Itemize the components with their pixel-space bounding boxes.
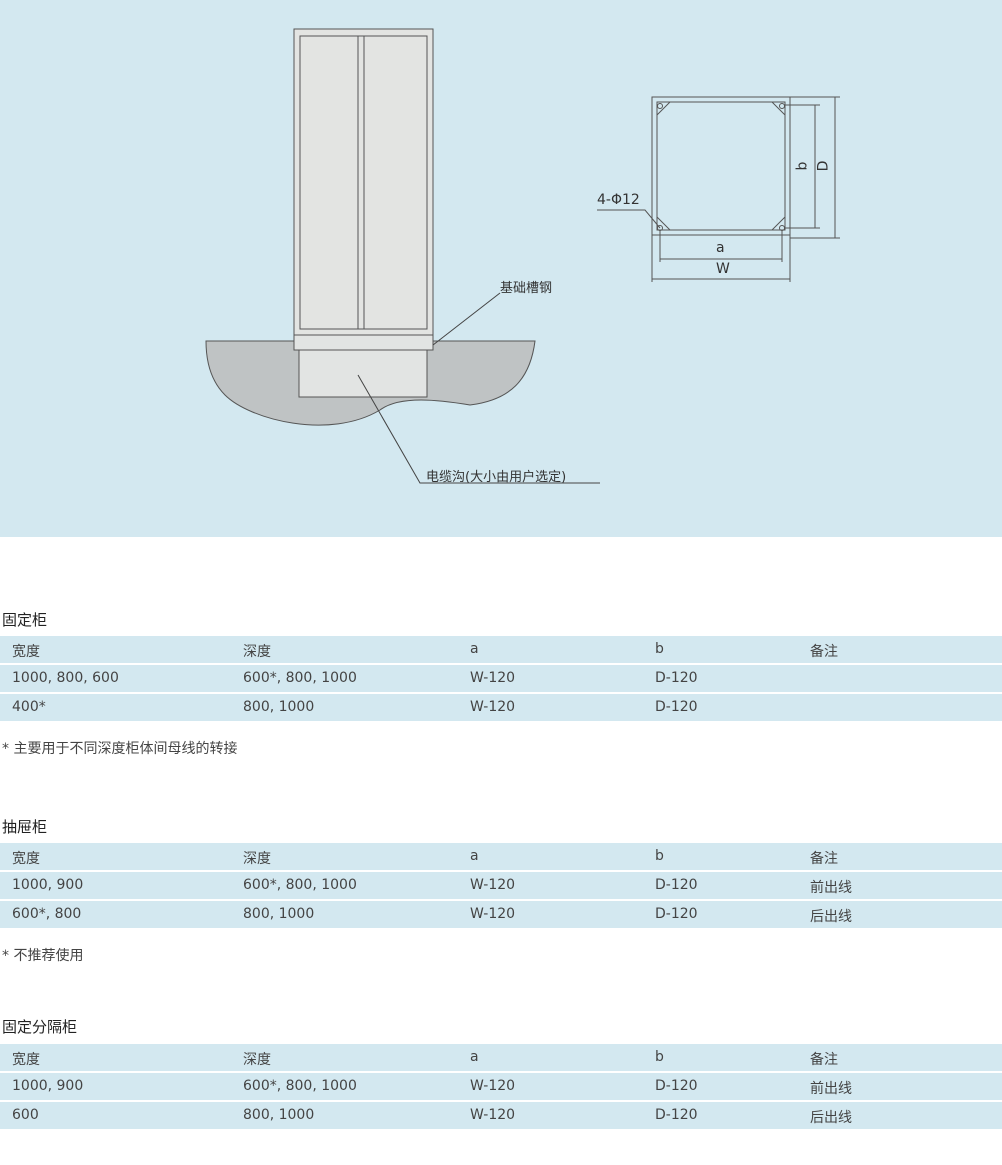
section-title: 固定分隔柜 bbox=[2, 1018, 78, 1036]
table-cell: 600*, 800, 1000 bbox=[243, 1078, 357, 1094]
footnote: * 主要用于不同深度柜体间母线的转接 bbox=[2, 741, 238, 757]
table-cell: 前出线 bbox=[810, 880, 852, 896]
table-cell: 宽度 bbox=[12, 1052, 40, 1068]
table-cell: 备注 bbox=[810, 1052, 838, 1068]
table-cell: 宽度 bbox=[12, 851, 40, 867]
table-row: 400* 800, 1000 W-120 D-120 bbox=[0, 694, 1002, 721]
table-cell: 备注 bbox=[810, 851, 838, 867]
cable-trench bbox=[298, 349, 428, 398]
table-cell: 800, 1000 bbox=[243, 906, 315, 922]
table-cell: D-120 bbox=[655, 906, 698, 922]
table-cell: 600*, 800, 1000 bbox=[243, 877, 357, 893]
dim-a: a bbox=[716, 240, 725, 256]
label-channel-steel: 基础槽钢 bbox=[500, 281, 553, 296]
dim-w: W bbox=[716, 261, 730, 277]
table-cell: 备注 bbox=[810, 644, 838, 660]
table-cell: 1000, 900 bbox=[12, 877, 84, 893]
table-cell: b bbox=[655, 1049, 664, 1065]
table-cell: 800, 1000 bbox=[243, 699, 315, 715]
footnote: * 不推荐使用 bbox=[2, 948, 84, 964]
dim-b: b bbox=[794, 161, 811, 171]
label-holes: 4-Φ12 bbox=[597, 192, 640, 208]
table-cell: W-120 bbox=[470, 670, 516, 686]
table-cell: 后出线 bbox=[810, 909, 852, 925]
label-cable-trench: 电缆沟(大小由用户选定) bbox=[426, 470, 567, 485]
section-title: 抽屉柜 bbox=[2, 818, 48, 836]
table-cell: b bbox=[655, 848, 664, 864]
table-cell: W-120 bbox=[470, 1078, 516, 1094]
table-cell: W-120 bbox=[470, 699, 516, 715]
table-cell: D-120 bbox=[655, 877, 698, 893]
table-cell: 1000, 900 bbox=[12, 1078, 84, 1094]
table-row: 1000, 900 600*, 800, 1000 W-120 D-120 前出线 bbox=[0, 1073, 1002, 1100]
installation-diagram: 基础槽钢 电缆沟(大小由用户选定) 4-Φ12 a W b D bbox=[0, 0, 1002, 537]
table-cell: 600*, 800 bbox=[12, 906, 82, 922]
table-cell: 前出线 bbox=[810, 1081, 852, 1097]
table-cell: 800, 1000 bbox=[243, 1107, 315, 1123]
table-row: 600*, 800 800, 1000 W-120 D-120 后出线 bbox=[0, 901, 1002, 928]
table-header: 宽度 深度 a b 备注 bbox=[0, 1044, 1002, 1071]
table-cell: D-120 bbox=[655, 699, 698, 715]
diagram-drawing bbox=[205, 28, 840, 484]
table-cell: 宽度 bbox=[12, 644, 40, 660]
table-row: 1000, 800, 600 600*, 800, 1000 W-120 D-120 bbox=[0, 665, 1002, 692]
channel-steel bbox=[293, 334, 434, 351]
table-cell: D-120 bbox=[655, 1107, 698, 1123]
table-row: 1000, 900 600*, 800, 1000 W-120 D-120 前出线 bbox=[0, 872, 1002, 899]
table-cell: 400* bbox=[12, 699, 46, 715]
section-title: 固定柜 bbox=[2, 611, 48, 629]
dim-d: D bbox=[815, 160, 832, 172]
table-cell: D-120 bbox=[655, 1078, 698, 1094]
table-cell: 后出线 bbox=[810, 1110, 852, 1126]
table-cell: a bbox=[470, 848, 479, 864]
table-cell: 深度 bbox=[243, 644, 271, 660]
table-cell: 深度 bbox=[243, 1052, 271, 1068]
table-cell: a bbox=[470, 1049, 479, 1065]
table-header: 宽度 深度 a b 备注 bbox=[0, 843, 1002, 870]
table-cell: a bbox=[470, 641, 479, 657]
table-cell: W-120 bbox=[470, 906, 516, 922]
table-cell: D-120 bbox=[655, 670, 698, 686]
table-cell: W-120 bbox=[470, 877, 516, 893]
table-cell: W-120 bbox=[470, 1107, 516, 1123]
table-cell: 600*, 800, 1000 bbox=[243, 670, 357, 686]
table-header: 宽度 深度 a b 备注 bbox=[0, 636, 1002, 663]
table-cell: b bbox=[655, 641, 664, 657]
table-cell: 1000, 800, 600 bbox=[12, 670, 119, 686]
table-cell: 600 bbox=[12, 1107, 39, 1123]
table-row: 600 800, 1000 W-120 D-120 后出线 bbox=[0, 1102, 1002, 1129]
table-cell: 深度 bbox=[243, 851, 271, 867]
